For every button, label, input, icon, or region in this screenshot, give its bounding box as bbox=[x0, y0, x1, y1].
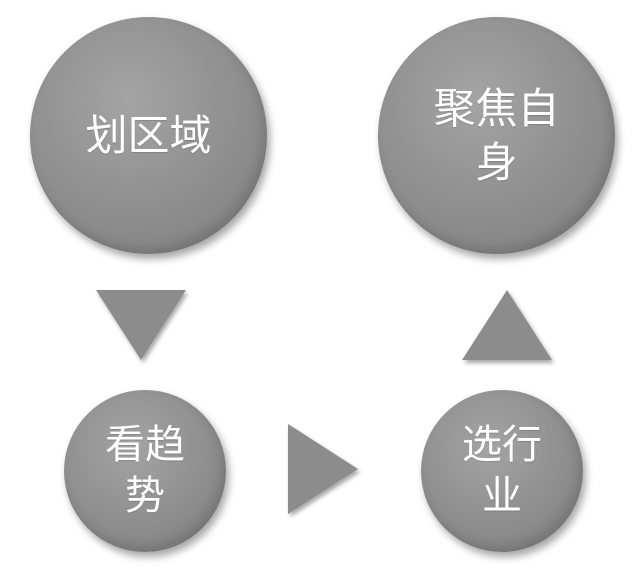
node-label-divide-region: 划区域 bbox=[85, 110, 212, 160]
node-label-focus-self: 聚焦自身 bbox=[433, 83, 560, 187]
arrow-down-shape bbox=[96, 290, 186, 360]
arrow-up-icon bbox=[462, 290, 552, 360]
node-label-choose-industry: 选行业 bbox=[462, 421, 542, 519]
node-circle-focus-self: 聚焦自身 bbox=[378, 17, 615, 254]
arrow-right-shape bbox=[288, 424, 358, 514]
node-circle-choose-industry: 选行业 bbox=[421, 390, 583, 552]
arrow-down-icon bbox=[96, 290, 186, 360]
node-circle-divide-region: 划区域 bbox=[30, 17, 267, 254]
arrow-up-shape bbox=[462, 290, 552, 360]
arrow-right-icon bbox=[288, 424, 358, 514]
node-label-watch-trend: 看趋势 bbox=[105, 421, 185, 519]
node-circle-watch-trend: 看趋势 bbox=[64, 390, 226, 552]
